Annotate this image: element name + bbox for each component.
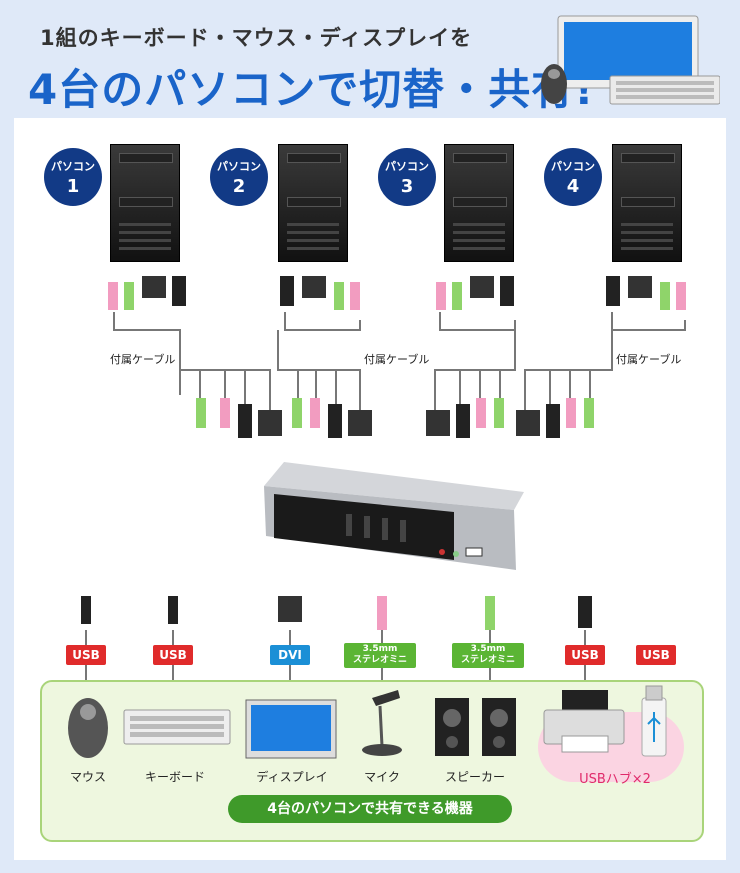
shared-devices-pill: 4台のパソコンで共有できる機器 (228, 795, 512, 823)
device-label-display: ディスプレイ (256, 770, 328, 784)
device-label-usbhub: USBハブ×2 (579, 772, 651, 787)
device-label-speaker: スピーカー (444, 770, 505, 784)
pc-tower-1 (110, 144, 180, 262)
switch-connectors (196, 398, 594, 438)
mic-icon (372, 690, 400, 706)
pc-tower-2 (278, 144, 348, 262)
device-label-keyboard: キーボード (144, 770, 205, 784)
tag-usb-mouse: USB (66, 645, 106, 665)
cable-label-3: 付属ケーブル (616, 353, 682, 366)
kvm-switch (264, 462, 524, 570)
header-subtitle: 1組のキーボード・マウス・ディスプレイを (40, 26, 473, 50)
header-pc-illustration (541, 15, 720, 105)
tag-usb-keyboard: USB (153, 645, 193, 665)
tag-usb-hub-1: USB (565, 645, 605, 665)
device-label-mouse: マウス (69, 770, 106, 784)
pc-tower-4 (612, 144, 682, 262)
tag-usb-hub-2: USB (636, 645, 676, 665)
cable-label-2: 付属ケーブル (364, 353, 430, 366)
cable-label-1: 付属ケーブル (110, 353, 176, 366)
device-label-mic: マイク (364, 770, 400, 784)
tag-dvi: DVI (270, 645, 310, 665)
mouse-icon (68, 698, 108, 758)
pc-connectors (108, 276, 686, 310)
pc-tower-3 (444, 144, 514, 262)
header-title: 4台のパソコンで切替・共有! (28, 65, 595, 114)
printer-icon (562, 690, 608, 712)
